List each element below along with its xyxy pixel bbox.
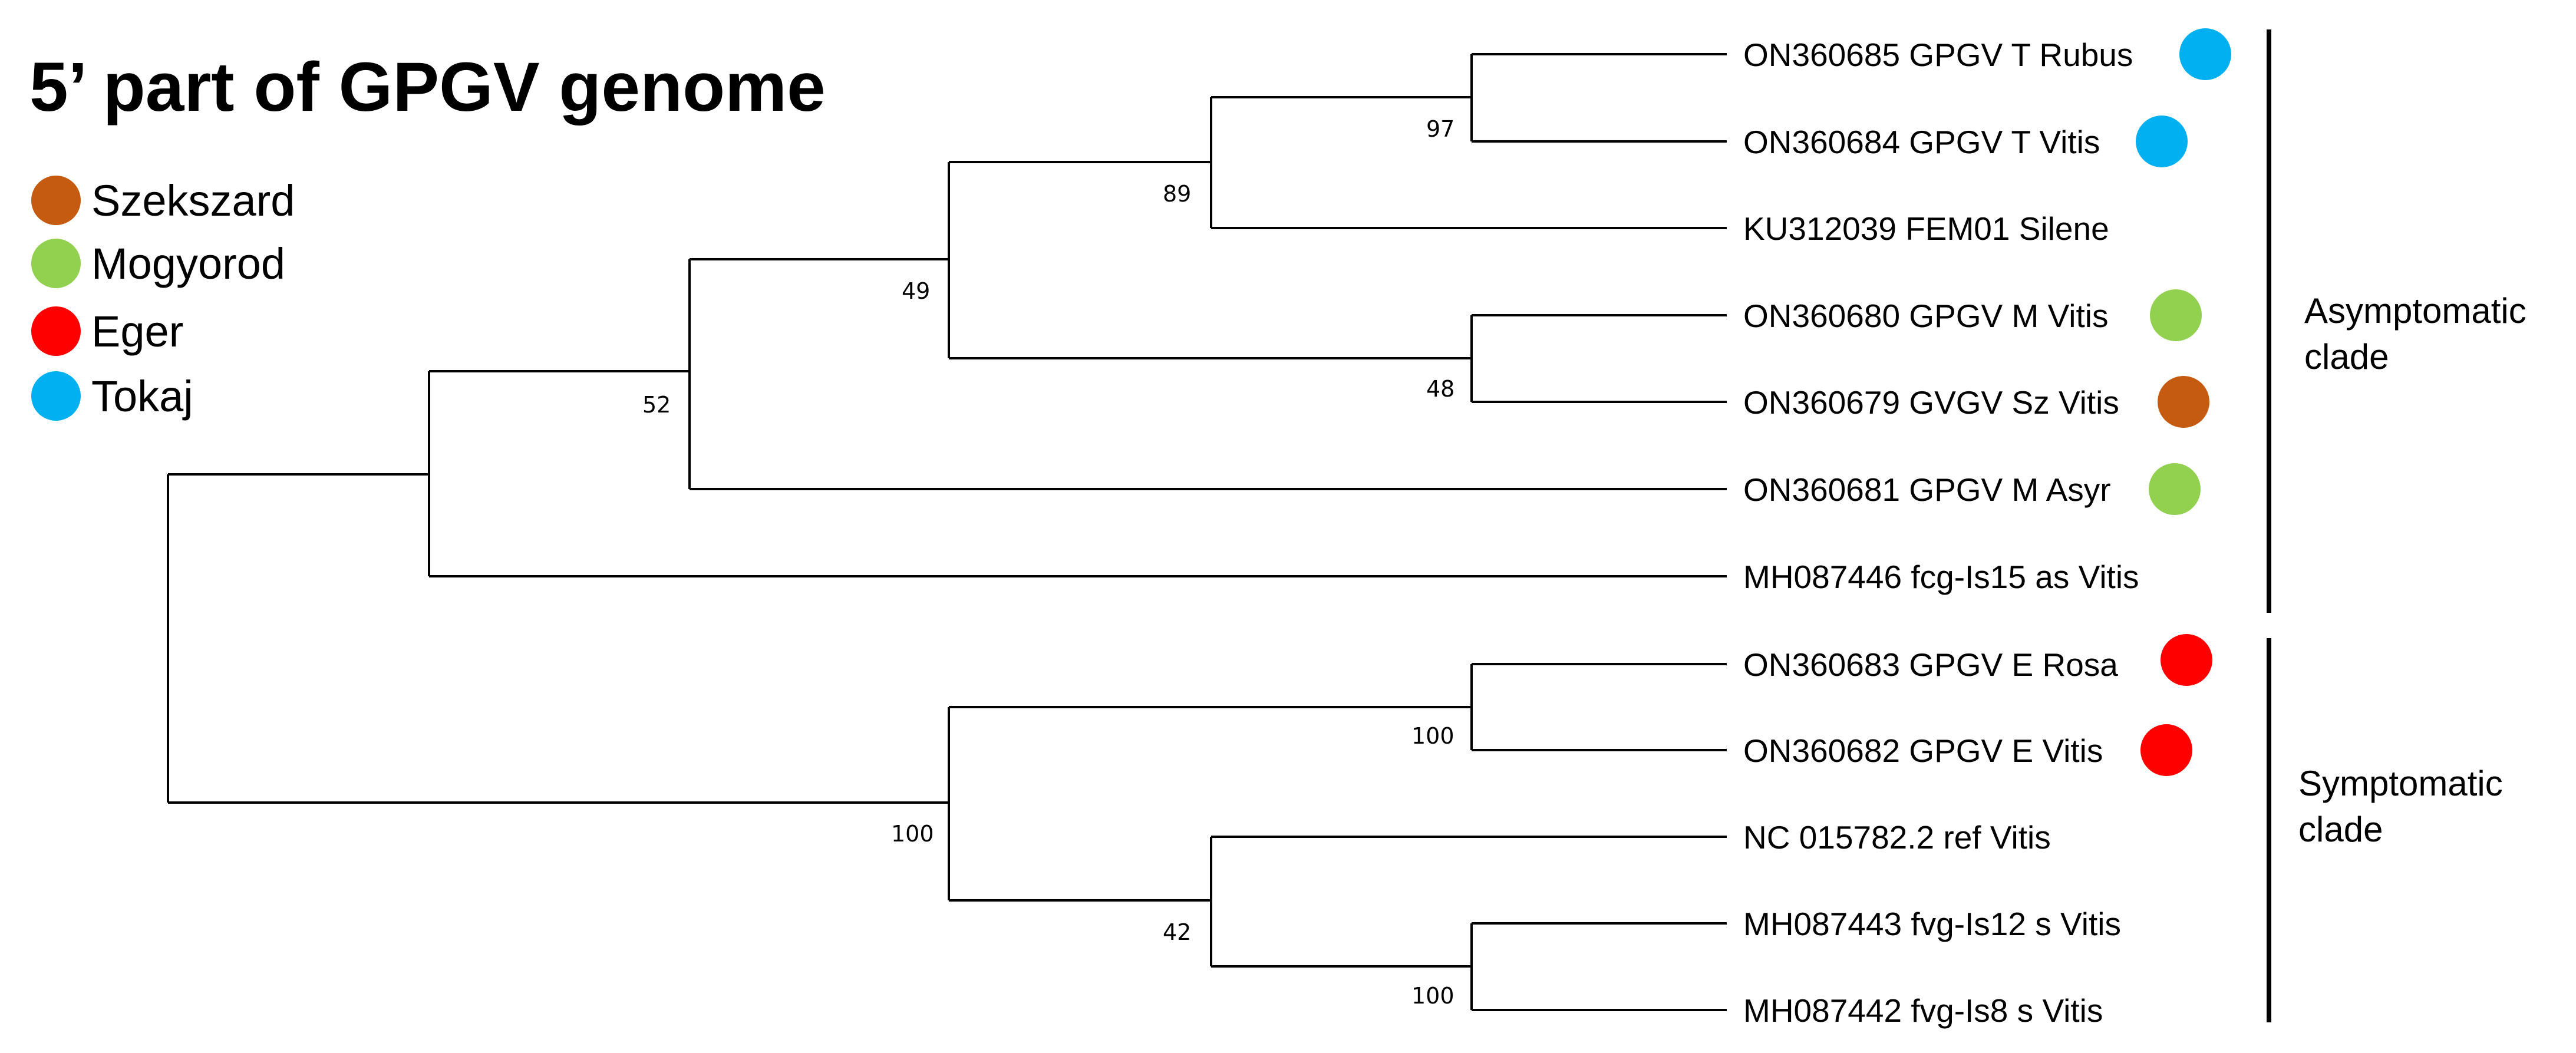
asymptomatic-clade-label-line2: clade bbox=[2304, 337, 2389, 377]
leaf-label: ON360685 GPGV T Rubus bbox=[1743, 37, 2133, 73]
bootstrap-value: 100 bbox=[1411, 983, 1454, 1009]
leaf-labels: ON360685 GPGV T Rubus ON360684 GPGV T Vi… bbox=[1743, 37, 2139, 1029]
legend-item-tokaj: Tokaj bbox=[31, 371, 193, 421]
bootstrap-value: 97 bbox=[1426, 116, 1454, 142]
legend-label: Tokaj bbox=[91, 372, 193, 421]
leaf-label: MH087443 fvg-Is12 s Vitis bbox=[1743, 906, 2121, 942]
location-marker-mogyorod bbox=[2149, 463, 2201, 515]
legend-item-szekszard: Szekszard bbox=[31, 176, 295, 225]
symptomatic-clade-label-line2: clade bbox=[2298, 810, 2383, 849]
location-marker-mogyorod bbox=[2150, 289, 2202, 341]
legend-swatch bbox=[31, 306, 81, 356]
location-marker-tokaj bbox=[2136, 115, 2188, 167]
legend-label: Mogyorod bbox=[91, 239, 285, 288]
legend-item-mogyorod: Mogyorod bbox=[31, 239, 285, 288]
legend-swatch bbox=[31, 371, 81, 421]
bootstrap-value: 42 bbox=[1163, 919, 1191, 945]
clade-annotations: Asymptomatic clade Symptomatic clade bbox=[2267, 29, 2526, 1022]
leaf-label: MH087442 fvg-Is8 s Vitis bbox=[1743, 992, 2103, 1029]
figure-title: 5’ part of GPGV genome bbox=[29, 48, 826, 126]
location-marker-eger bbox=[2161, 634, 2212, 686]
leaf-label: KU312039 FEM01 Silene bbox=[1743, 210, 2109, 247]
location-marker-eger bbox=[2140, 724, 2192, 776]
bootstrap-value: 49 bbox=[902, 278, 930, 304]
leaf-label: NC 015782.2 ref Vitis bbox=[1743, 819, 2051, 856]
leaf-label: ON360681 GPGV M Asyr bbox=[1743, 471, 2111, 508]
leaf-label: ON360682 GPGV E Vitis bbox=[1743, 732, 2103, 769]
bootstrap-value: 100 bbox=[1411, 723, 1454, 749]
bootstrap-value: 100 bbox=[891, 821, 934, 847]
leaf-label: ON360683 GPGV E Rosa bbox=[1743, 646, 2118, 683]
bootstrap-value: 52 bbox=[642, 392, 671, 418]
location-marker-tokaj bbox=[2179, 28, 2231, 80]
legend-label: Eger bbox=[91, 307, 183, 356]
bootstrap-value: 48 bbox=[1426, 376, 1454, 402]
legend-swatch bbox=[31, 176, 81, 225]
leaf-label: ON360680 GPGV M Vitis bbox=[1743, 298, 2109, 334]
asymptomatic-clade-label-line1: Asymptomatic bbox=[2304, 291, 2526, 331]
legend-swatch bbox=[31, 239, 81, 288]
location-markers bbox=[2136, 28, 2231, 776]
legend: Szekszard Mogyorod Eger Tokaj bbox=[31, 176, 295, 421]
bootstrap-value: 89 bbox=[1163, 181, 1191, 207]
leaf-label: ON360679 GVGV Sz Vitis bbox=[1743, 384, 2119, 421]
leaf-label: MH087446 fcg-Is15 as Vitis bbox=[1743, 559, 2139, 595]
legend-label: Szekszard bbox=[91, 176, 295, 225]
leaf-label: ON360684 GPGV T Vitis bbox=[1743, 124, 2100, 160]
location-marker-szekszard bbox=[2158, 376, 2209, 428]
tree-branches bbox=[167, 53, 1727, 1011]
bootstrap-values: 97 89 49 48 52 100 100 42 100 bbox=[642, 116, 1454, 1009]
legend-item-eger: Eger bbox=[31, 306, 183, 356]
symptomatic-clade-label-line1: Symptomatic bbox=[2298, 764, 2503, 803]
